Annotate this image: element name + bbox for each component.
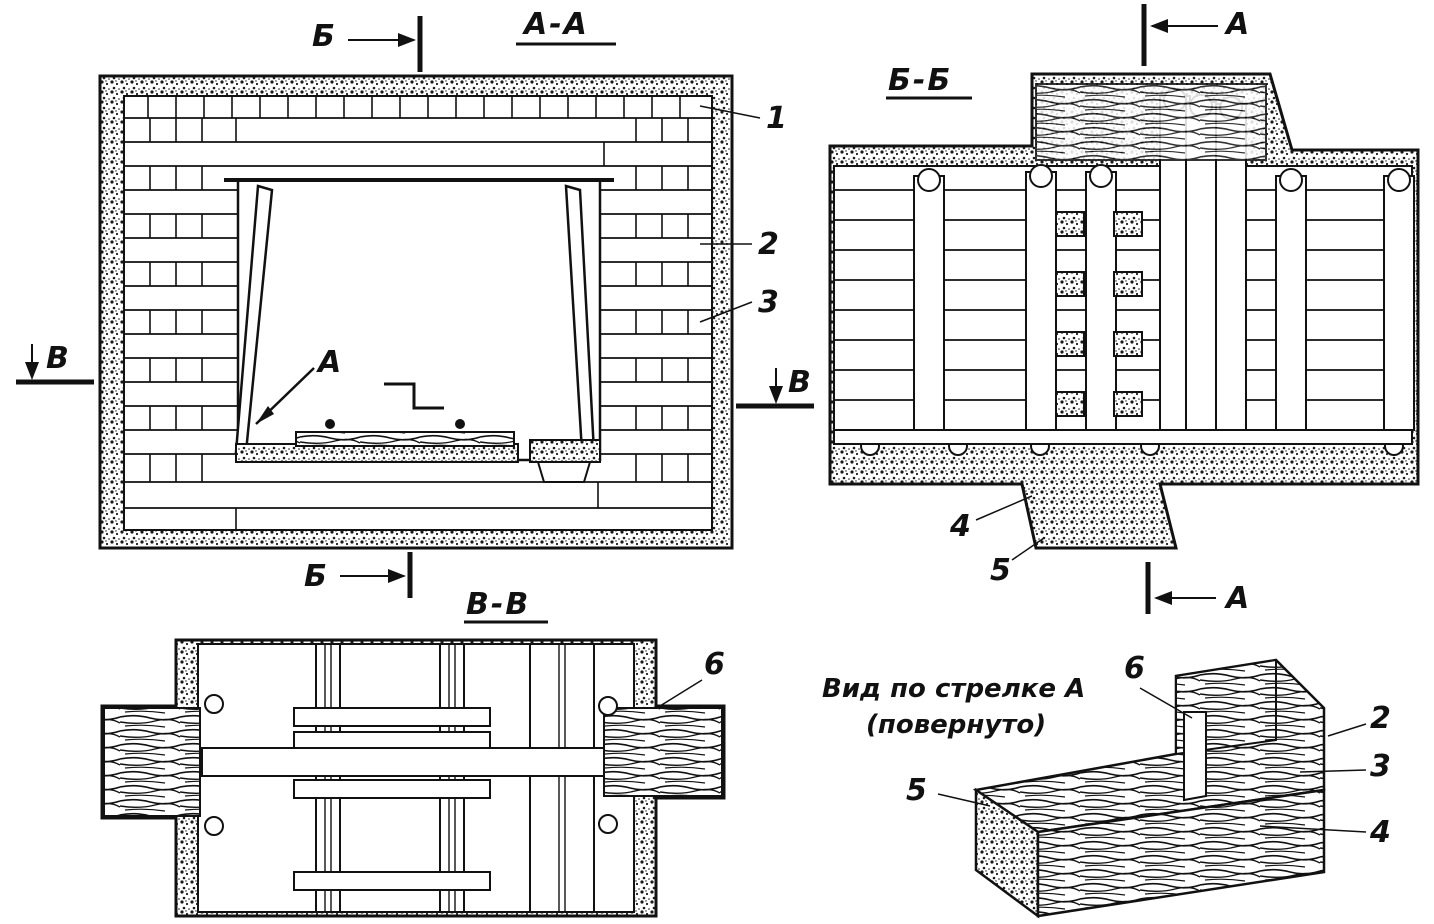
aa-cut-v-right-head xyxy=(769,386,783,404)
aa-leader-1 xyxy=(699,105,761,119)
vv-left-end xyxy=(103,707,201,817)
bb-post-cap xyxy=(1029,164,1053,188)
section-aa xyxy=(16,16,814,598)
bb-infill-block xyxy=(1055,271,1085,297)
section-title-vv: В-В xyxy=(466,587,531,622)
aa-leader-3 xyxy=(699,301,753,323)
callout-1: 1 xyxy=(766,101,787,136)
bb-post-cap xyxy=(1089,164,1113,188)
callout-6-vv: 6 xyxy=(704,647,725,682)
bb-post xyxy=(1085,171,1117,431)
callout-5: 5 xyxy=(990,553,1011,588)
cut-label-b-bottom: Б xyxy=(304,559,327,594)
vv-rail xyxy=(315,643,341,913)
aa-rail-head-left xyxy=(325,419,335,429)
view-leader-3 xyxy=(1299,769,1367,773)
cut-label-v-left: В xyxy=(46,341,69,376)
bb-infill-block xyxy=(1055,211,1085,237)
bb-cut-a-top-head xyxy=(1150,19,1168,33)
vv-sleeper xyxy=(293,707,491,727)
vv-bolt-tl xyxy=(204,694,224,714)
aa-cut-v-left-head xyxy=(25,362,39,380)
vv-bolt-br xyxy=(598,814,618,834)
callout-2-view: 2 xyxy=(1370,701,1391,736)
aa-sleeper xyxy=(295,431,515,447)
bb-infill-block xyxy=(1113,271,1143,297)
bb-infill-block xyxy=(1055,391,1085,417)
bb-cut-a-bottom-head xyxy=(1154,591,1172,605)
vv-crossbeam xyxy=(201,747,613,777)
view-leader-5 xyxy=(937,793,991,807)
section-bb xyxy=(828,4,1420,614)
section-title-bb: Б-Б xyxy=(888,63,953,98)
callout-3: 3 xyxy=(758,285,779,320)
callout-5-view: 5 xyxy=(906,773,927,808)
arrow-a-label: А xyxy=(318,345,342,380)
bb-post xyxy=(1383,175,1415,431)
view-leader-4 xyxy=(1259,825,1367,833)
vv-leader-6 xyxy=(659,679,703,707)
bb-post-cap xyxy=(917,168,941,192)
aa-step-mark xyxy=(384,382,444,410)
aa-arrow-a-head xyxy=(256,406,274,424)
vv-sleeper xyxy=(293,871,491,891)
view-side-face xyxy=(1036,788,1326,918)
bb-leader-4 xyxy=(975,495,1033,521)
aa-firebox-opening xyxy=(236,178,602,462)
cut-label-b-top: Б xyxy=(312,19,335,54)
callout-3-view: 3 xyxy=(1370,749,1391,784)
view-leader-6 xyxy=(1139,687,1193,719)
callout-2: 2 xyxy=(758,227,779,262)
vv-right-end xyxy=(603,707,723,797)
bb-infill-block xyxy=(1113,211,1143,237)
bb-infill-block xyxy=(1113,331,1143,357)
callout-4: 4 xyxy=(950,509,971,544)
aa-brick-lines xyxy=(124,96,712,530)
cut-label-v-right: В xyxy=(788,365,811,400)
section-vv xyxy=(100,620,726,918)
aa-cut-b-bottom-head xyxy=(388,569,406,583)
vv-sleeper xyxy=(293,779,491,799)
cut-label-a-top: А xyxy=(1226,7,1250,42)
bb-post xyxy=(1275,175,1307,431)
aa-cut-b-top-head xyxy=(398,33,416,47)
view-arrow-a xyxy=(937,658,1367,919)
vv-bolt-tr xyxy=(598,696,618,716)
cut-label-a-bottom: А xyxy=(1226,581,1250,616)
bb-leader-5 xyxy=(1011,537,1045,561)
view-caption-line2: (повернуто) xyxy=(866,710,1047,740)
view-groove xyxy=(1183,711,1207,802)
view-caption-line1: Вид по стрелке А xyxy=(822,674,1086,704)
bb-infill-block xyxy=(1113,391,1143,417)
bb-post-cap xyxy=(1387,168,1411,192)
aa-rail-head-right xyxy=(455,419,465,429)
view-leader-2 xyxy=(1327,723,1367,737)
vv-rails-and-sleepers xyxy=(201,643,613,913)
bb-post xyxy=(913,175,945,431)
bb-post xyxy=(1025,171,1057,431)
vv-bolt-bl xyxy=(204,816,224,836)
callout-4-view: 4 xyxy=(1370,815,1391,850)
section-title-aa: А-А xyxy=(524,7,589,42)
callout-6-view: 6 xyxy=(1124,651,1145,686)
vv-rail xyxy=(439,643,465,913)
aa-drain-block xyxy=(529,439,601,463)
aa-drain-channel xyxy=(536,461,592,483)
bb-post-cap xyxy=(1279,168,1303,192)
bb-upper-block xyxy=(1035,83,1267,161)
bb-sill xyxy=(833,429,1413,445)
bb-infill-block xyxy=(1055,331,1085,357)
vv-rail xyxy=(529,643,595,913)
